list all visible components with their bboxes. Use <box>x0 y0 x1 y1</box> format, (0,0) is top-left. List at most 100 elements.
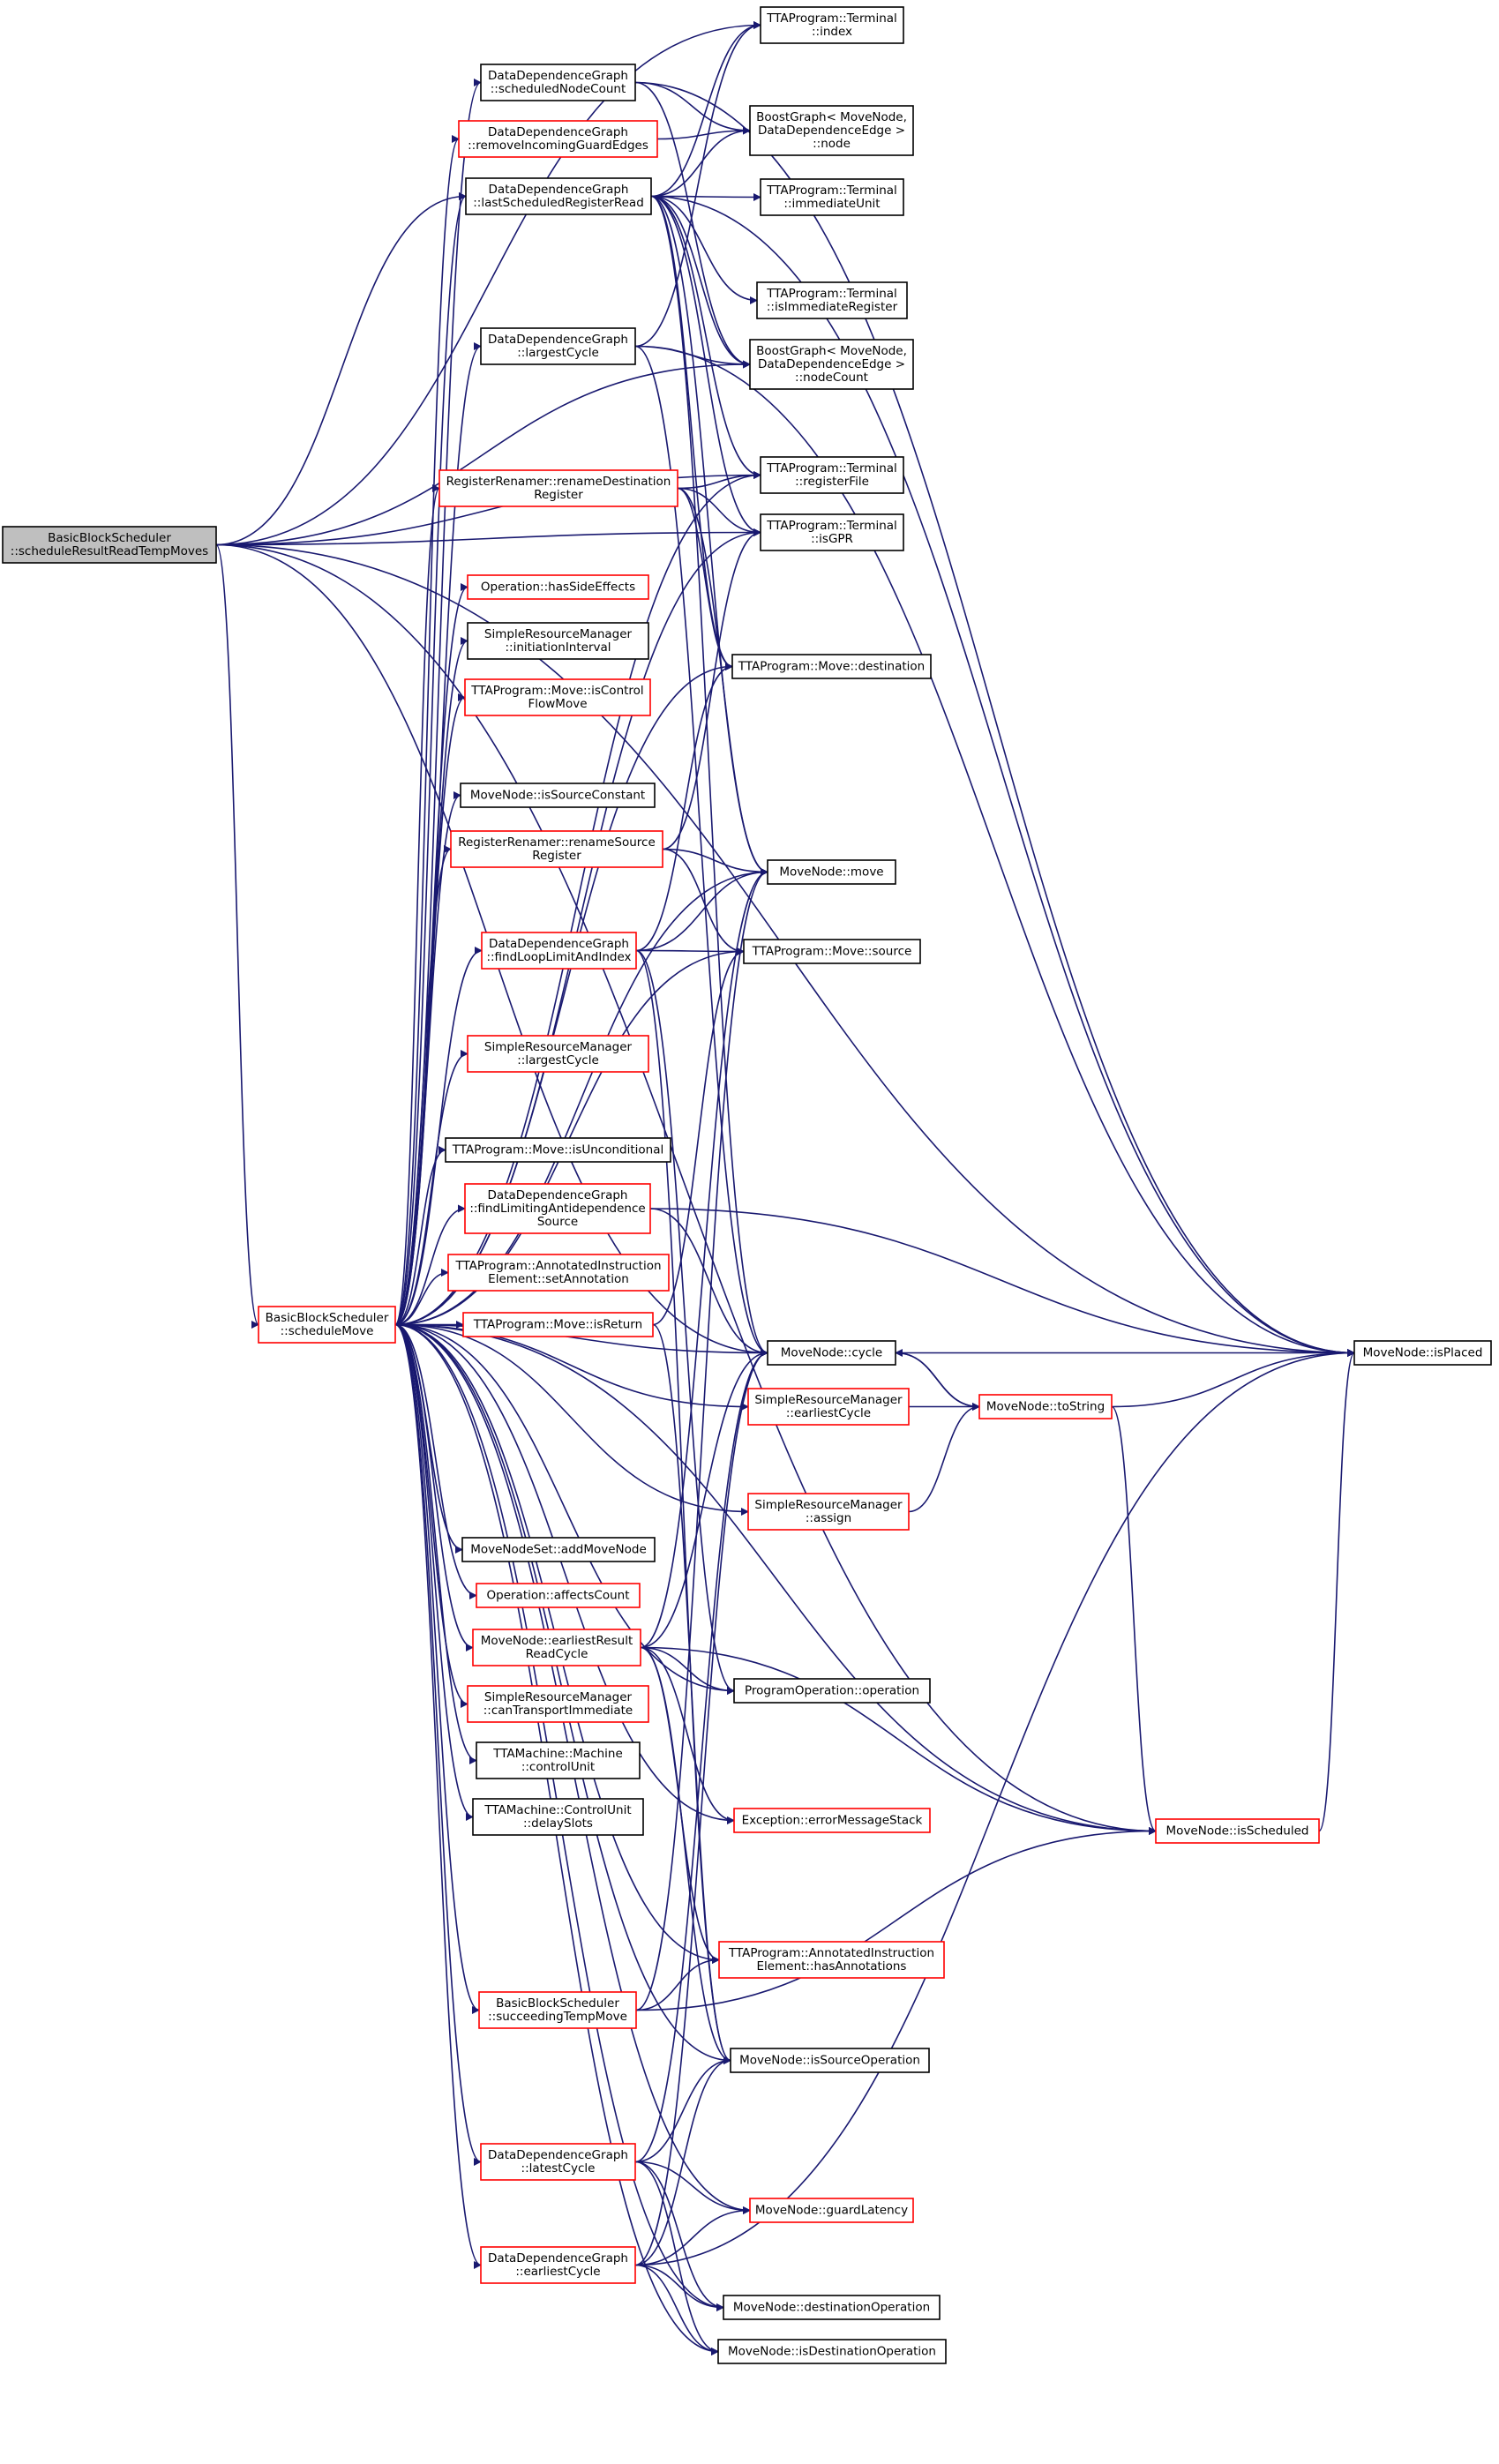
node-ddg_flas[interactable]: DataDependenceGraph::findLimitingAntidep… <box>464 1183 651 1234</box>
edge-sm-to-mn_ido <box>394 1323 719 2355</box>
node-srm_cti[interactable]: SimpleResourceManager::canTransportImmed… <box>467 1685 649 1723</box>
edge-ddg_eac-to-mn_do <box>634 2264 724 2311</box>
node-ddg_lsrr[interactable]: DataDependenceGraph::lastScheduledRegist… <box>465 177 652 215</box>
edge-mn_ts-to-mn_isch <box>1111 1405 1157 1835</box>
node-t_index[interactable]: TTAProgram::Terminal::index <box>760 6 904 44</box>
node-t_iu[interactable]: TTAProgram::Terminal::immediateUnit <box>760 178 904 216</box>
node-label-line: TTAProgram::Move::isReturn <box>473 1318 642 1332</box>
node-mn_do[interactable]: MoveNode::destinationOperation <box>723 2295 941 2320</box>
node-label-line: ::scheduledNodeCount <box>491 82 626 96</box>
node-box <box>2 526 217 564</box>
node-mn_move[interactable]: MoveNode::move <box>767 859 896 885</box>
node-ddg_lac[interactable]: DataDependenceGraph::latestCycle <box>480 2143 636 2181</box>
node-label-line: TTAProgram::Terminal <box>766 183 897 198</box>
node-box <box>467 622 649 660</box>
node-bg_nc[interactable]: BoostGraph< MoveNode,DataDependenceEdge … <box>749 339 914 390</box>
node-op_ac[interactable]: Operation::affectsCount <box>476 1583 641 1608</box>
node-box <box>476 1583 641 1608</box>
node-label-line: DataDependenceGraph <box>488 333 628 347</box>
node-mn_ip[interactable]: MoveNode::isPlaced <box>1353 1340 1492 1366</box>
node-m_cu[interactable]: TTAMachine::Machine::controlUnit <box>476 1741 641 1779</box>
node-ddg_snc[interactable]: DataDependenceGraph::scheduledNodeCount <box>480 64 636 101</box>
node-label-line: DataDependenceEdge > <box>758 124 905 138</box>
edge-sm-to-rr_rsr <box>394 845 452 1326</box>
node-label-line: DataDependenceGraph <box>488 125 628 139</box>
node-label-line: TTAProgram::Terminal <box>766 461 897 476</box>
node-mn_ts[interactable]: MoveNode::toString <box>978 1394 1113 1419</box>
edge-root-to-bg_nc <box>215 360 751 546</box>
node-sm[interactable]: BasicBlockScheduler::scheduleMove <box>258 1306 396 1344</box>
node-box <box>450 830 663 868</box>
node-srm_assign[interactable]: SimpleResourceManager::assign <box>747 1493 910 1531</box>
edge-ddg_lac-to-mn_iso <box>634 2056 731 2163</box>
node-box <box>481 932 637 970</box>
node-aie_ha[interactable]: TTAProgram::AnnotatedInstructionElement:… <box>718 1941 945 1979</box>
node-label-line: RegisterRenamer::renameSource <box>458 835 656 850</box>
node-op_hse[interactable]: Operation::hasSideEffects <box>467 574 649 600</box>
edge-root-to-mn_isch <box>215 543 1157 1835</box>
edge-srm_assign-to-mn_ts <box>908 1403 980 1513</box>
edge-bbs_stm-to-mn_move <box>635 868 768 2011</box>
node-label-line: MoveNode::isSourceConstant <box>470 789 645 803</box>
node-po_op[interactable]: ProgramOperation::operation <box>733 1678 931 1704</box>
node-label-line: SimpleResourceManager <box>484 627 633 641</box>
node-mn_isc[interactable]: MoveNode::isSourceConstant <box>460 783 656 808</box>
node-label-line: MoveNode::earliestResult <box>481 1634 633 1648</box>
edge-sm-to-mn_move <box>394 868 768 1326</box>
node-label-line: MoveNode::guardLatency <box>755 2204 908 2218</box>
node-ddg_lc[interactable]: DataDependenceGraph::largestCycle <box>480 327 636 365</box>
node-ddg_eac[interactable]: DataDependenceGraph::earliestCycle <box>480 2246 636 2284</box>
node-mns_amn[interactable]: MoveNodeSet::addMoveNode <box>461 1537 656 1562</box>
node-label-line: DataDependenceGraph <box>488 69 628 83</box>
node-mn_cycle[interactable]: MoveNode::cycle <box>767 1340 896 1366</box>
node-label-line: MoveNode::isScheduled <box>1166 1824 1309 1839</box>
edge-sm-to-ddg_rige <box>394 135 460 1326</box>
node-label-line: BasicBlockScheduler <box>496 1996 619 2011</box>
node-mv_iu[interactable]: TTAProgram::Move::isUnconditional <box>445 1137 671 1163</box>
node-cu_ds[interactable]: TTAMachine::ControlUnit::delaySlots <box>472 1798 644 1836</box>
node-ddg_rige[interactable]: DataDependenceGraph::removeIncomingGuard… <box>458 120 658 158</box>
node-label-line: TTAProgram::Move::isUnconditional <box>452 1143 663 1157</box>
node-label-line: MoveNodeSet::addMoveNode <box>470 1543 647 1557</box>
edge-ddg_lsrr-to-t_isgpr <box>650 195 761 536</box>
node-t_iir[interactable]: TTAProgram::Terminal::isImmediateRegiste… <box>756 281 908 319</box>
node-mv_dest[interactable]: TTAProgram::Move::destination <box>731 654 932 679</box>
edge-mn_ts-to-mn_cycle <box>895 1349 980 1408</box>
node-t_isgpr[interactable]: TTAProgram::Terminal::isGPR <box>760 513 904 551</box>
node-mv_src[interactable]: TTAProgram::Move::source <box>743 939 921 964</box>
node-mn_isch[interactable]: MoveNode::isScheduled <box>1155 1818 1320 1844</box>
node-bg_node[interactable]: BoostGraph< MoveNode,DataDependenceEdge … <box>749 105 914 156</box>
node-box <box>464 678 651 716</box>
edge-root-to-ddg_lsrr <box>215 192 467 546</box>
node-srm_lc[interactable]: SimpleResourceManager::largestCycle <box>467 1035 649 1073</box>
edge-sm-to-mn_isch <box>394 1323 1157 1835</box>
node-bbs_stm[interactable]: BasicBlockScheduler::succeedingTempMove <box>478 1991 637 2029</box>
node-box <box>480 2143 636 2181</box>
node-label-line: Operation::affectsCount <box>487 1589 630 1603</box>
node-srm_ii[interactable]: SimpleResourceManager::initiationInterva… <box>467 622 649 660</box>
node-mv_ir[interactable]: TTAProgram::Move::isReturn <box>462 1312 654 1337</box>
node-label-line: ::immediateUnit <box>783 197 880 211</box>
node-mn_gl[interactable]: MoveNode::guardLatency <box>749 2198 914 2223</box>
node-srm_ec[interactable]: SimpleResourceManager::earliestCycle <box>747 1388 910 1426</box>
node-t_rf[interactable]: TTAProgram::Terminal::registerFile <box>760 456 904 494</box>
node-label-line: ::lastScheduledRegisterRead <box>473 196 644 210</box>
node-ddg_flli[interactable]: DataDependenceGraph::findLoopLimitAndInd… <box>481 932 637 970</box>
node-aie_sa[interactable]: TTAProgram::AnnotatedInstructionElement:… <box>447 1254 670 1292</box>
edge-sm-to-mn_errc <box>394 1323 474 1651</box>
node-rr_rdr[interactable]: RegisterRenamer::renameDestinationRegist… <box>438 469 678 507</box>
edge-rr_rdr-to-t_isgpr <box>677 487 761 536</box>
node-label-line: SimpleResourceManager <box>754 1498 903 1512</box>
node-box <box>445 1137 671 1163</box>
node-box <box>467 1035 649 1073</box>
node-mn_ido[interactable]: MoveNode::isDestinationOperation <box>717 2339 947 2364</box>
node-root[interactable]: BasicBlockScheduler::scheduleResultReadT… <box>2 526 217 564</box>
node-mn_iso[interactable]: MoveNode::isSourceOperation <box>730 2048 930 2073</box>
edge-sm-to-ddg_flas <box>394 1204 466 1326</box>
node-box <box>258 1306 396 1344</box>
node-ex_ems[interactable]: Exception::errorMessageStack <box>733 1808 931 1833</box>
